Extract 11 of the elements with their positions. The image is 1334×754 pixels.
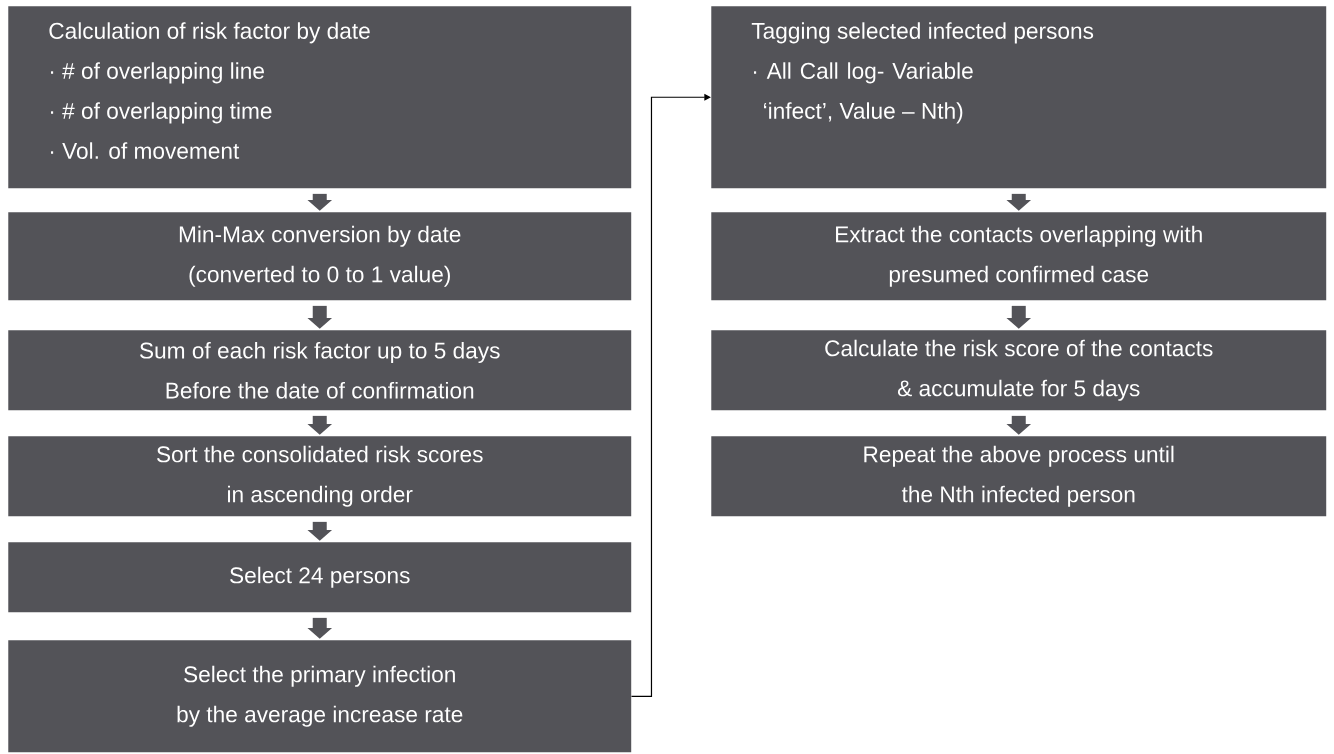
process-box: Select the primary infection by the average increase rate [8,640,632,753]
process-box: Repeat the above process until the Nth infected person [711,436,1327,517]
process-box: Sort the consolidated risk scores in ascending order [8,436,632,517]
process-box: Tagging selected infected persons · All Call log- Variable ‘infect’, Value – Nth) [711,6,1327,189]
process-box: Calculation of risk factor by date · # of overlapping line · # of overlapping time · Vol. of movement [8,6,632,189]
process-box: Min-Max conversion by date (converted to 0 to 1 value) [8,212,632,301]
process-box: Extract the contacts overlapping with presumed confirmed case [711,212,1327,301]
process-box: Sum of each risk factor up to 5 days Before the date of confirmation [8,330,632,411]
connector-arrow [630,93,711,697]
process-box: Select 24 persons [8,542,632,613]
process-box: Calculate the risk score of the contacts & accumulate for 5 days [711,330,1327,411]
